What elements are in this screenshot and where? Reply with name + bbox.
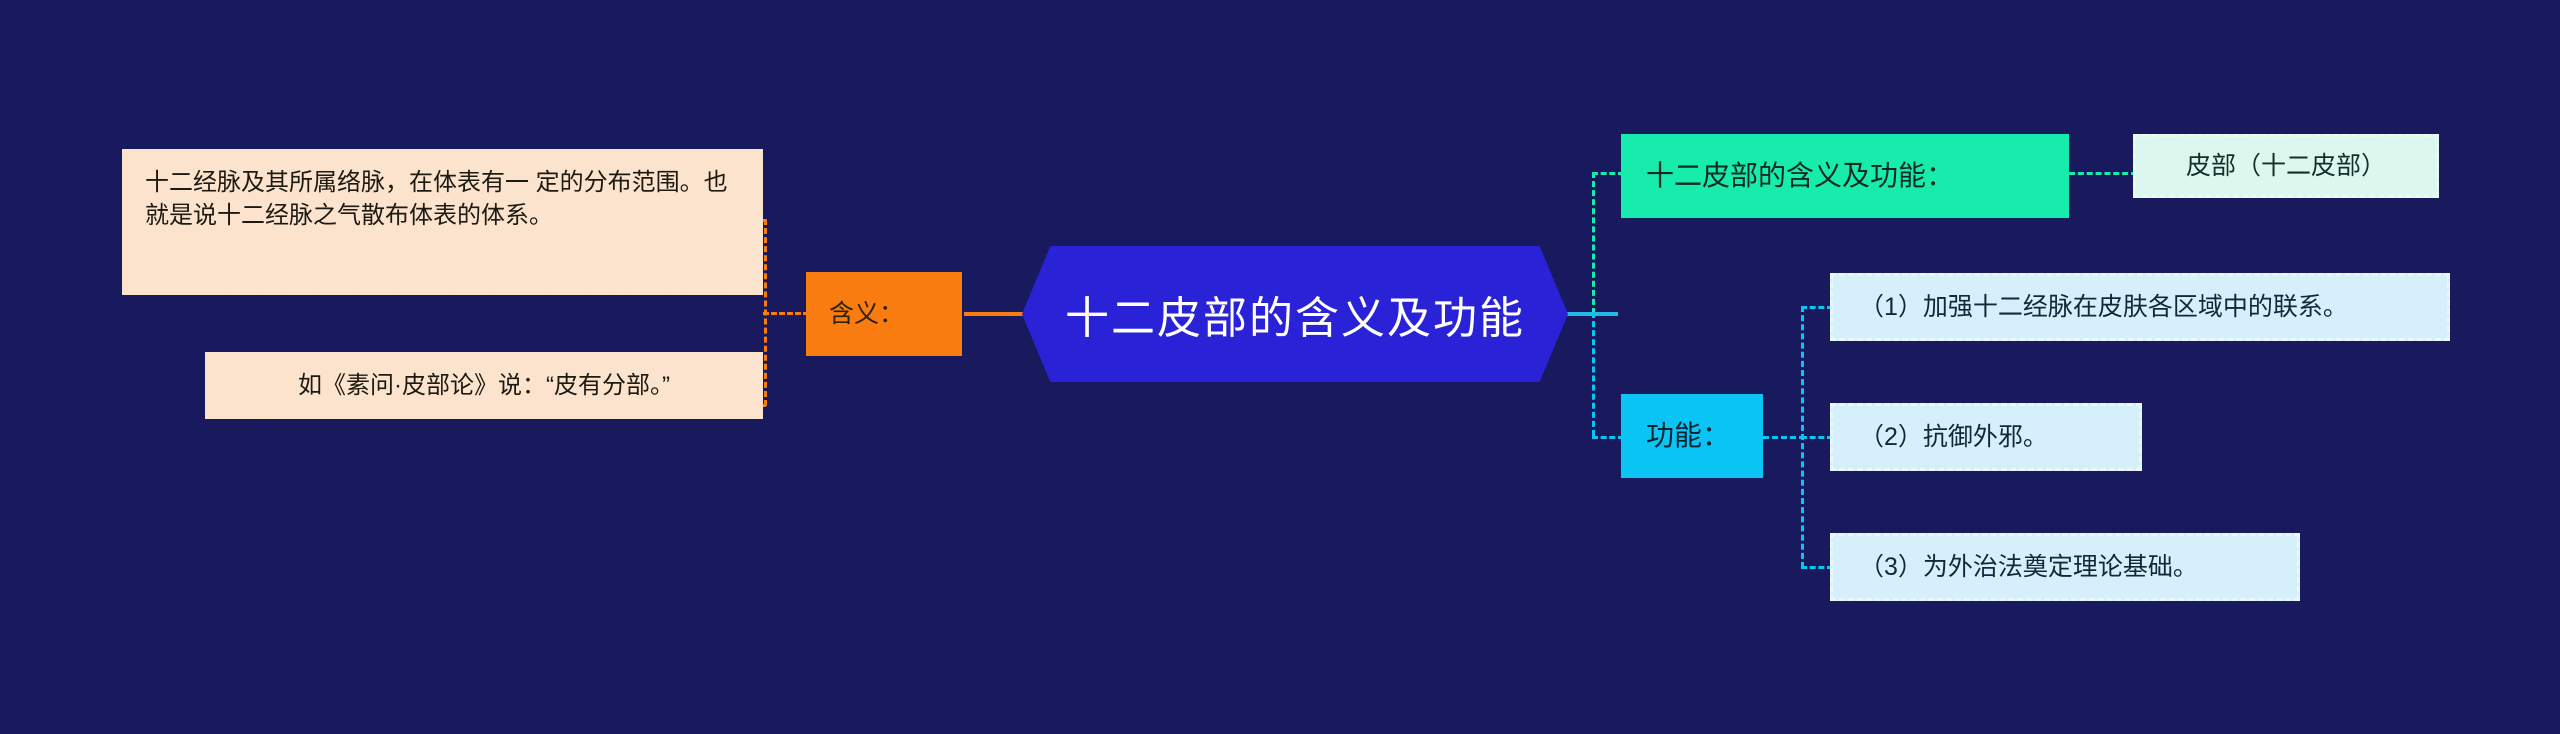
leaf-function-2[interactable]: （2）抗御外邪。: [1830, 403, 2142, 471]
leaf-definition-1[interactable]: 皮部（十二皮部）: [2133, 134, 2439, 198]
leaf-meaning-1-label: 十二经脉及其所属络脉，在体表有一 定的分布范围。也就是说十二经脉之气散布体表的体…: [145, 169, 728, 230]
leaf-meaning-1[interactable]: 十二经脉及其所属络脉，在体表有一 定的分布范围。也就是说十二经脉之气散布体表的体…: [122, 149, 763, 295]
connector-function-stub: [1763, 436, 1805, 439]
branch-node-meaning-label: 含义：: [829, 299, 905, 328]
leaf-definition-1-label: 皮部（十二皮部）: [2185, 151, 2386, 180]
root-node-label: 十二皮部的含义及功能: [1065, 294, 1525, 343]
root-node[interactable]: 十二皮部的含义及功能: [1022, 246, 1568, 382]
branch-node-definition[interactable]: 十二皮部的含义及功能：: [1621, 134, 2069, 218]
branch-node-meaning[interactable]: 含义：: [806, 272, 962, 356]
connector-function-to-child-2: [1801, 436, 1833, 439]
connector-definition-to-child-1: [2069, 172, 2137, 175]
connector-right-spine-lower: [1592, 312, 1595, 436]
leaf-function-1[interactable]: （1）加强十二经脉在皮肤各区域中的联系。: [1830, 273, 2450, 341]
connector-root-to-meaning: [964, 312, 1024, 316]
connector-spine-to-definition: [1592, 172, 1624, 175]
leaf-function-1-label: （1）加强十二经脉在皮肤各区域中的联系。: [1859, 292, 2348, 321]
root-node-shape: 十二皮部的含义及功能: [1022, 246, 1568, 382]
leaf-function-3-label: （3）为外治法奠定理论基础。: [1859, 552, 2198, 581]
branch-node-function[interactable]: 功能：: [1621, 394, 1763, 478]
connector-function-to-child-1: [1801, 306, 1833, 309]
connector-spine-to-function: [1592, 436, 1624, 439]
connector-function-to-child-3: [1801, 566, 1833, 569]
leaf-meaning-2-label: 如《素问·皮部论》说：“皮有分部。”: [298, 371, 670, 399]
leaf-function-2-label: （2）抗御外邪。: [1859, 422, 2048, 451]
leaf-function-3[interactable]: （3）为外治法奠定理论基础。: [1830, 533, 2300, 601]
connector-meaning-spine: [764, 219, 767, 406]
leaf-meaning-2[interactable]: 如《素问·皮部论》说：“皮有分部。”: [205, 352, 763, 419]
branch-node-definition-label: 十二皮部的含义及功能：: [1646, 159, 1955, 191]
connector-right-spine-upper: [1592, 172, 1595, 314]
connector-meaning-stub: [763, 312, 809, 315]
branch-node-function-label: 功能：: [1646, 419, 1731, 451]
